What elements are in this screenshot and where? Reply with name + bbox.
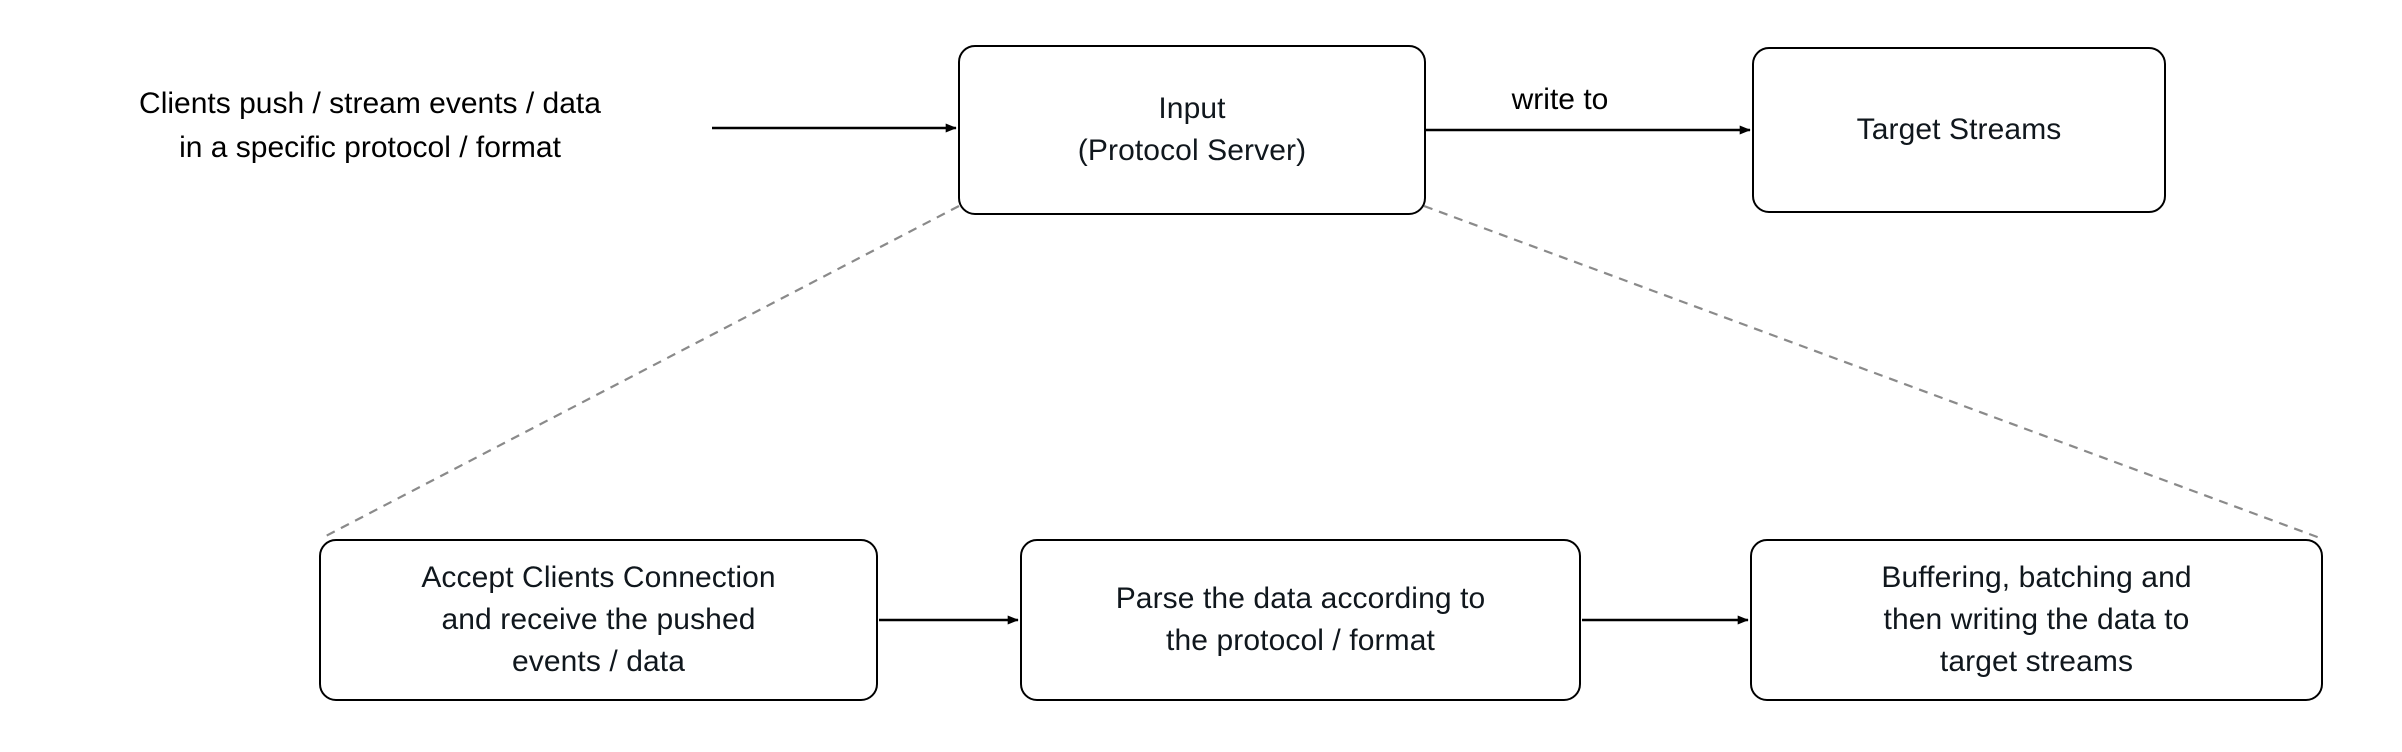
node-parse-data-label: Parse the data according to the protocol… xyxy=(1115,582,1486,657)
node-buffer-batch-write[interactable]: Buffering, batching and then writing the… xyxy=(1750,539,2323,701)
node-accept-clients-connection-label: Accept Clients Connection and receive th… xyxy=(421,561,776,678)
edge-input-expand-right xyxy=(1423,204,2321,540)
node-target-streams-label: Target Streams xyxy=(1856,113,2062,146)
edge-label-write-to: write to xyxy=(1511,83,1609,116)
node-parse-data[interactable]: Parse the data according to the protocol… xyxy=(1020,539,1581,701)
edge-input-expand-left xyxy=(321,205,960,539)
node-input-label: Input (Protocol Server) xyxy=(1077,92,1307,167)
node-buffer-batch-write-label: Buffering, batching and then writing the… xyxy=(1881,561,2192,678)
node-input-protocol-server[interactable]: Input (Protocol Server) xyxy=(958,45,1426,215)
node-target-streams[interactable]: Target Streams xyxy=(1752,47,2166,213)
label-clients-push: Clients push / stream events / data in a… xyxy=(139,87,601,164)
node-accept-clients-connection[interactable]: Accept Clients Connection and receive th… xyxy=(319,539,878,701)
